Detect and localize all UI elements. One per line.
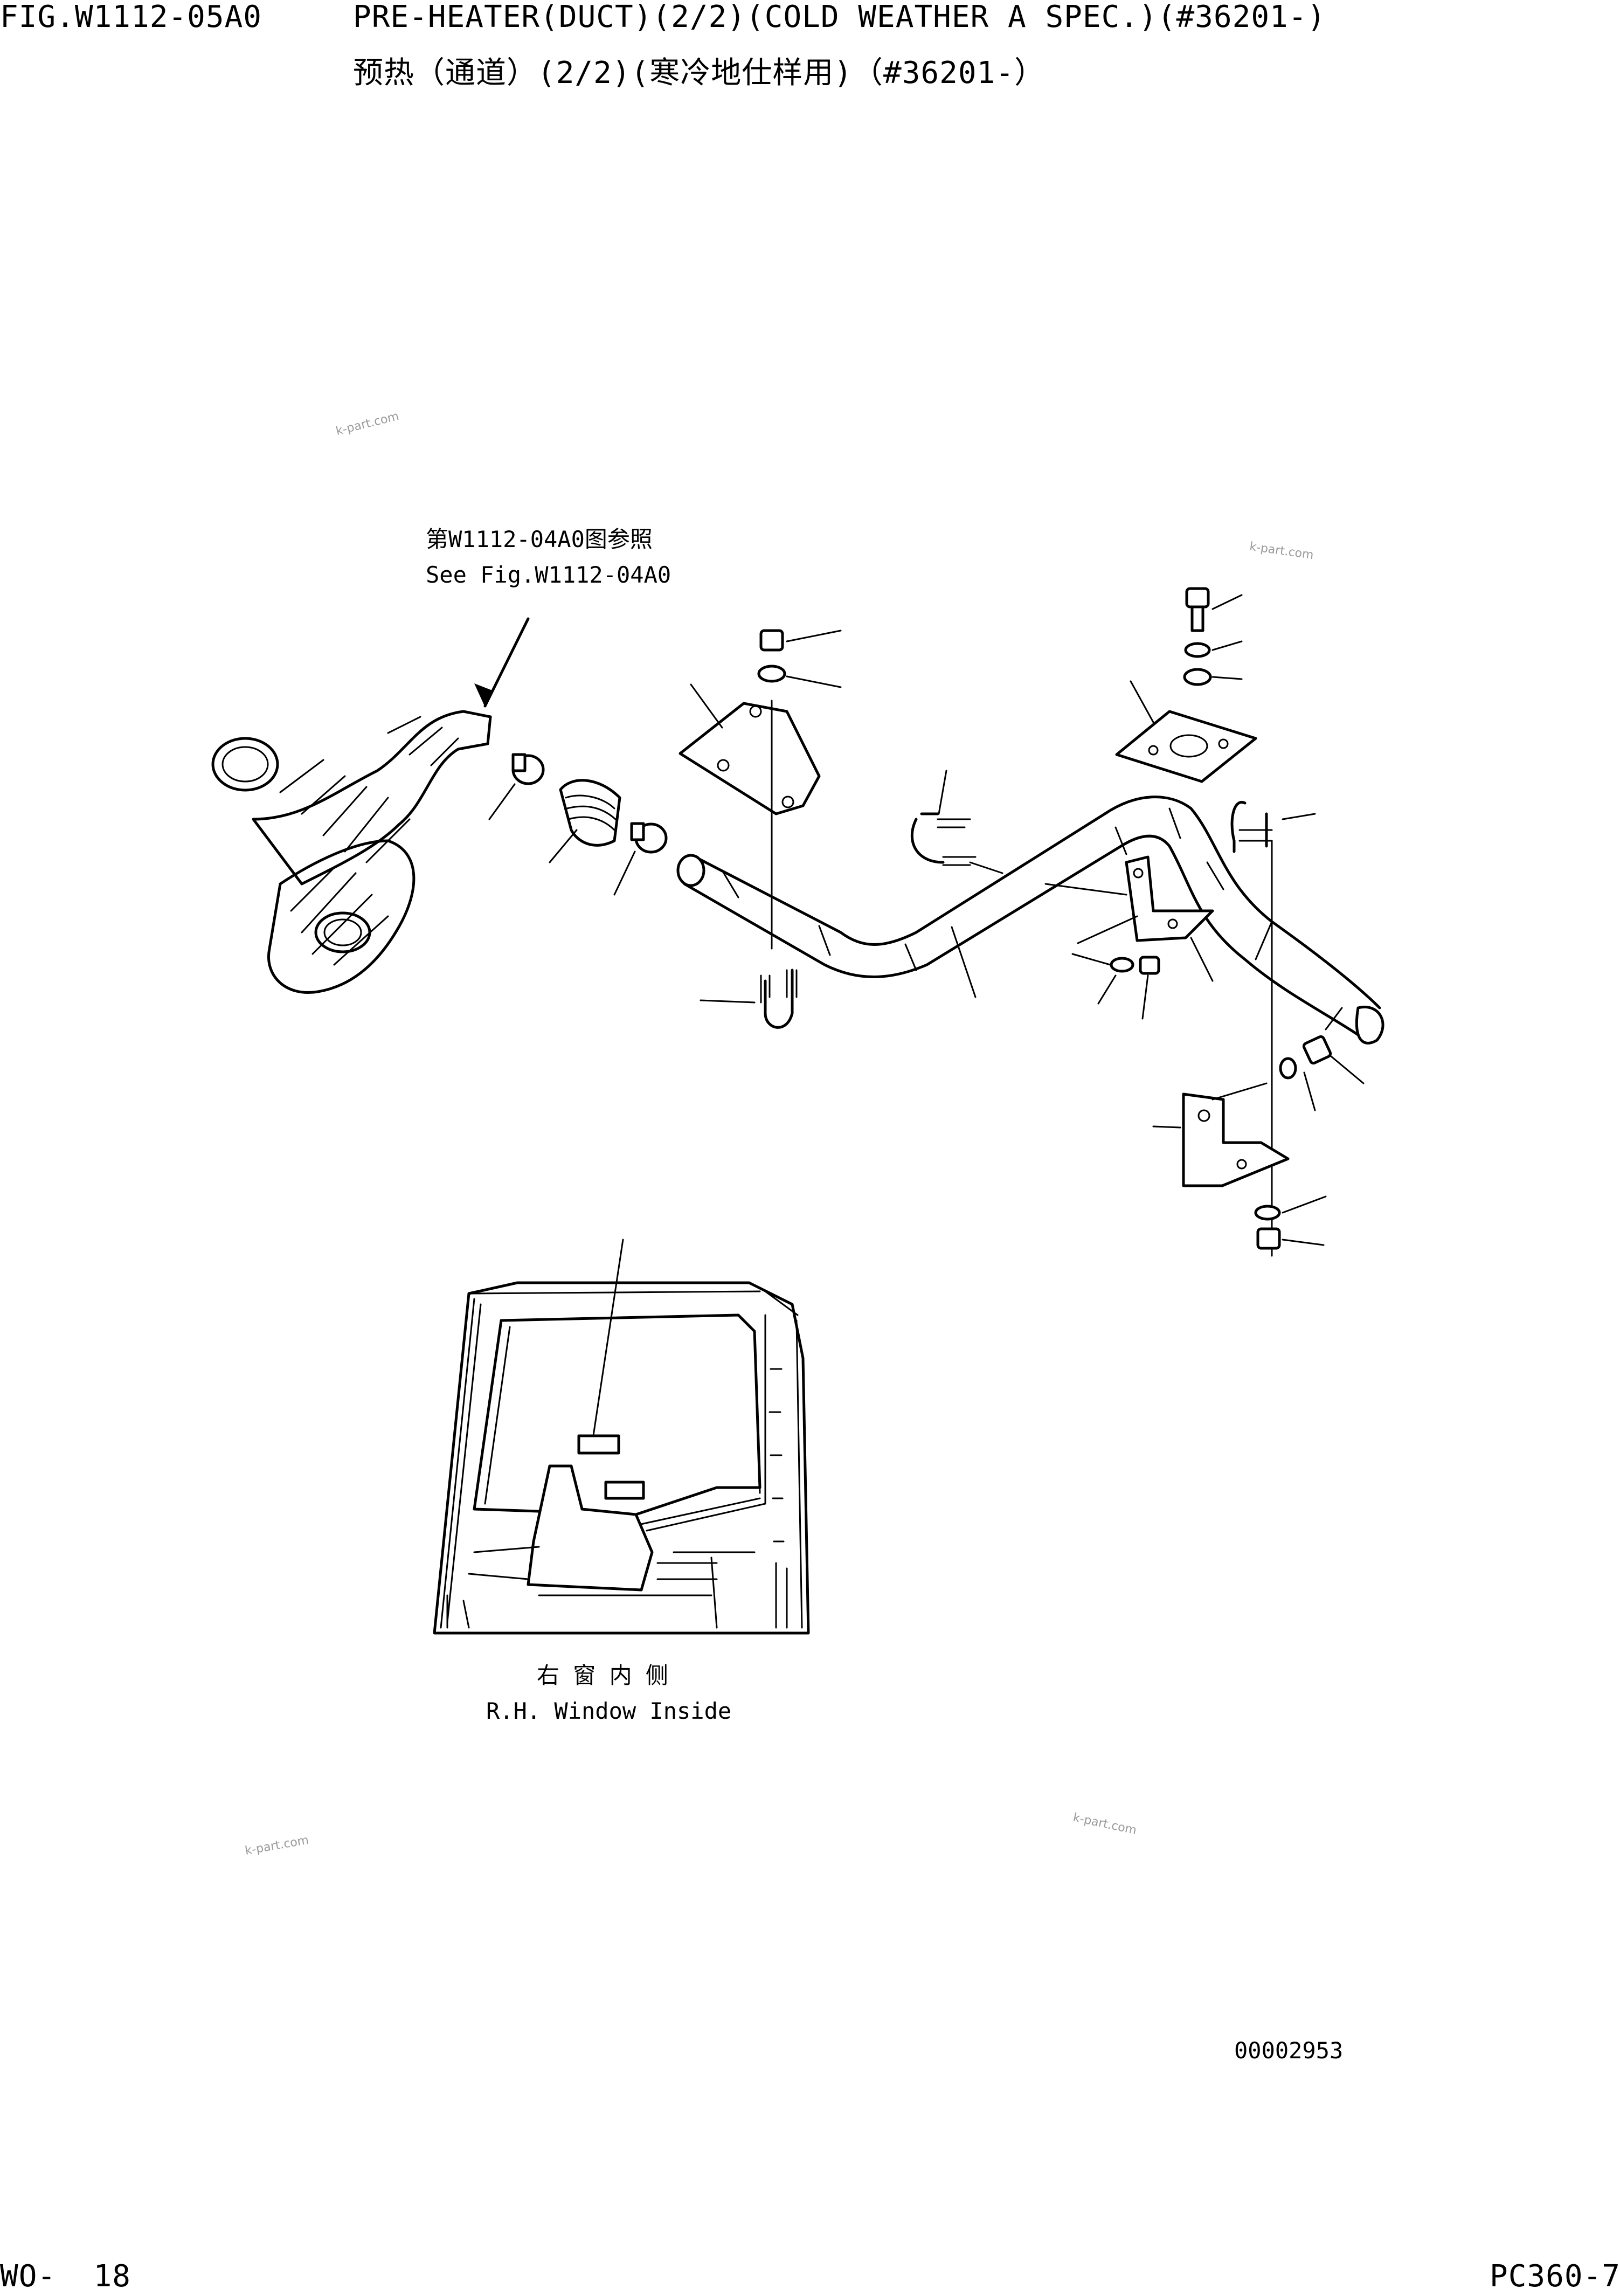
u-bolt-upper xyxy=(910,770,1003,874)
figure-title-cn: 预热（通道）(2/2)(寒冷地仕样用)（#36201-） xyxy=(353,56,1046,91)
reference-arrow xyxy=(474,617,530,708)
inset-window-view xyxy=(433,1239,810,1635)
reference-label-cn: 第W1112-04A0图参照 xyxy=(426,526,653,552)
reference-label-en: See Fig.W1112-04A0 xyxy=(426,562,671,588)
inset-caption-en: R.H. Window Inside xyxy=(486,1698,732,1724)
upper-bracket-left xyxy=(679,629,842,950)
drawing-number: 00002953 xyxy=(1234,2037,1344,2064)
pre-heater-pipe xyxy=(676,796,1384,1045)
u-bolt-lower xyxy=(700,969,798,1029)
lower-bracket-right xyxy=(1152,1035,1365,1250)
model-number: PC360-7 xyxy=(1490,2259,1620,2294)
u-bolt-right xyxy=(1230,801,1316,1257)
upper-plate-right xyxy=(1115,587,1257,783)
y-duct xyxy=(211,710,492,994)
figure-title-en: PRE-HEATER(DUCT)(2/2)(COLD WEATHER A SPE… xyxy=(353,0,1326,34)
hose-sleeve xyxy=(549,779,621,863)
middle-bracket xyxy=(1044,855,1214,1020)
hose-clamp-left xyxy=(488,753,545,820)
inset-caption-cn: 右 窗 内 侧 xyxy=(537,1662,668,1689)
hose-clamp-right xyxy=(613,822,668,896)
figure-number: FIG.W1112-05A0 xyxy=(0,0,262,34)
page-number: WO- 18 xyxy=(0,2259,131,2294)
